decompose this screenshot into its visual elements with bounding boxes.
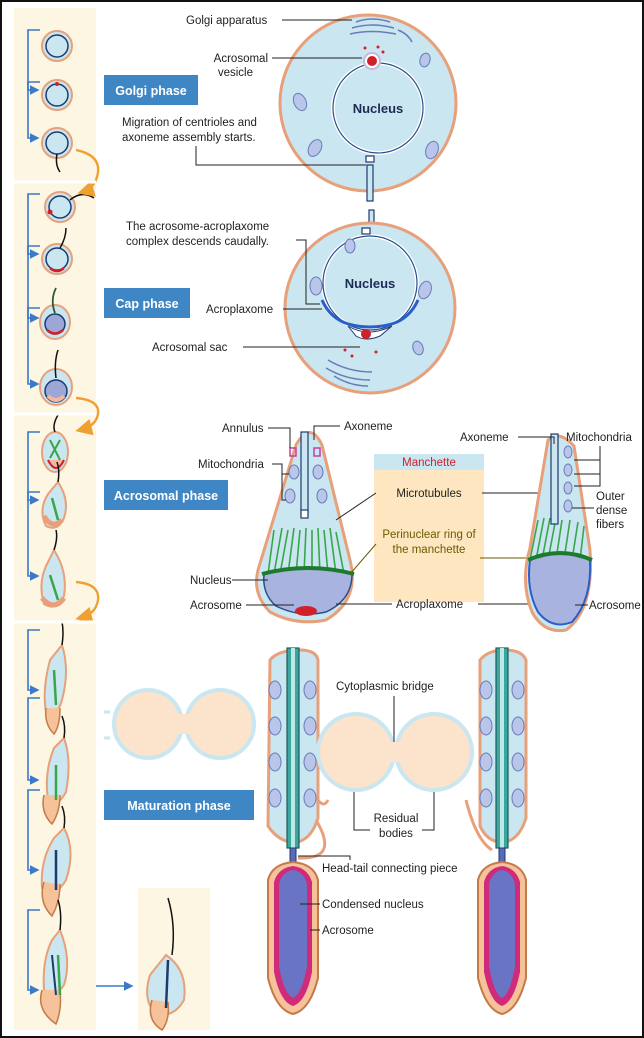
maturation-left-sperm <box>268 648 318 1014</box>
golgi-nucleus-label: Nucleus <box>353 101 404 116</box>
acrosomal-sac-label: Acrosomal sac <box>152 342 228 354</box>
residual-label-1: Residual <box>374 813 419 825</box>
migration-label-1: Migration of centrioles and <box>122 117 257 129</box>
mitochondria-left-label: Mitochondria <box>198 459 264 471</box>
acroplaxome-acrosomal-label: Acroplaxome <box>396 599 463 611</box>
microtubules-label: Microtubules <box>396 488 461 500</box>
acroplaxome-label: Acroplaxome <box>206 304 273 316</box>
acrosome-maturation-label: Acrosome <box>322 925 374 937</box>
cap-phase-label: Cap phase <box>104 288 190 318</box>
maturation-phase-text: Maturation phase <box>127 799 231 813</box>
maturation-right-sperm <box>478 648 526 1014</box>
golgi-phase-text: Golgi phase <box>115 84 187 98</box>
acrosome-left-label: Acrosome <box>190 600 242 612</box>
maturation-left-residual <box>104 690 254 758</box>
perinuclear-label-1: Perinuclear ring of <box>382 529 476 541</box>
cap-cell: Nucleus <box>285 223 455 393</box>
migration-label-2: axoneme assembly starts. <box>122 132 256 144</box>
perinuclear-label-2: the manchette <box>393 544 466 556</box>
residual-label-2: bodies <box>379 828 413 840</box>
outer-dense-label-2: dense <box>596 505 627 517</box>
manchette-legend: Manchette Microtubules Perinuclear ring … <box>374 454 484 602</box>
cap-phase-text: Cap phase <box>115 297 178 311</box>
complex-label-2: complex descends caudally. <box>126 236 269 248</box>
maturation-phase-label: Maturation phase <box>104 790 254 820</box>
outer-dense-label-3: fibers <box>596 519 624 531</box>
nucleus-left-label: Nucleus <box>190 575 232 587</box>
acrosomal-right-cell <box>525 434 592 631</box>
outer-dense-label-1: Outer <box>596 491 625 503</box>
acrosome-right-label: Acrosome <box>589 600 641 612</box>
golgi-apparatus-label: Golgi apparatus <box>186 15 267 27</box>
annulus-label: Annulus <box>222 423 264 435</box>
cap-nucleus-label: Nucleus <box>345 276 396 291</box>
complex-label-1: The acrosome-acroplaxome <box>126 221 269 233</box>
head-tail-label: Head-tail connecting piece <box>322 863 458 875</box>
cytoplasmic-bridge-label: Cytoplasmic bridge <box>336 681 434 693</box>
acrosomal-vesicle-label-1: Acrosomal <box>214 53 268 65</box>
acrosomal-phase-text: Acrosomal phase <box>114 489 218 503</box>
axoneme-left-label: Axoneme <box>344 421 393 433</box>
acrosomal-vesicle-label-2: vesicle <box>218 67 253 79</box>
acrosomal-left-cell <box>257 432 355 622</box>
acrosomal-phase-label: Acrosomal phase <box>104 480 228 510</box>
golgi-phase-label: Golgi phase <box>104 75 198 105</box>
mitochondria-right-label: Mitochondria <box>566 432 632 444</box>
seq-cell-1 <box>42 31 72 61</box>
condensed-nucleus-label: Condensed nucleus <box>322 899 424 911</box>
connecting-axoneme <box>367 165 374 230</box>
axoneme-right-label: Axoneme <box>460 432 509 444</box>
manchette-label: Manchette <box>402 457 456 469</box>
seq-cell-2 <box>42 80 72 110</box>
